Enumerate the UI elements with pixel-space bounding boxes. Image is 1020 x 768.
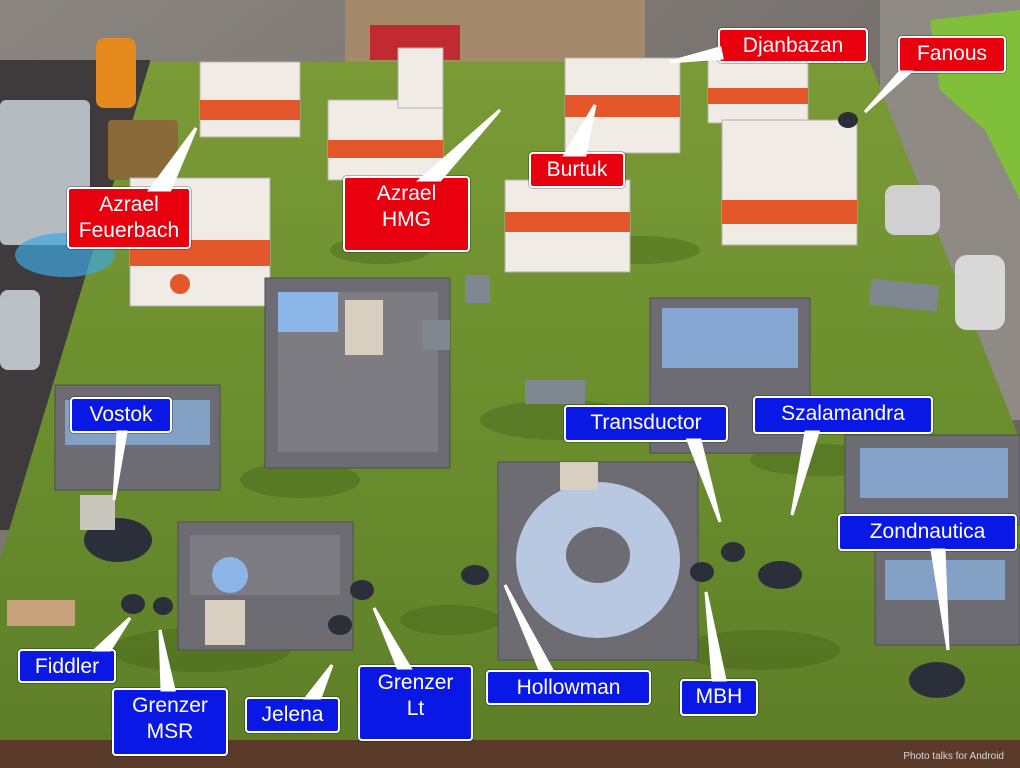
shoe-right-2 — [955, 255, 1005, 330]
label-burtuk: Burtuk — [529, 152, 625, 188]
building-grey-1 — [264, 277, 451, 469]
label-azrael-feuerbach: Azrael Feuerbach — [67, 187, 191, 249]
label-transductor: Transductor — [564, 405, 728, 442]
label-grenzer-lt: Grenzer Lt — [358, 665, 473, 741]
label-hollowman: Hollowman — [486, 670, 651, 705]
label-jelena: Jelena — [245, 697, 340, 733]
building-orange-7 — [504, 179, 631, 273]
label-fanous: Fanous — [898, 36, 1006, 73]
label-vostok: Vostok — [70, 397, 172, 433]
label-djanbazan: Djanbazan — [718, 28, 868, 63]
building-orange-4 — [707, 57, 809, 124]
building-orange-1 — [199, 61, 301, 138]
building-orange-5 — [721, 119, 858, 246]
label-azrael-hmg: Azrael HMG — [343, 176, 470, 252]
label-zondnautica: Zondnautica — [838, 514, 1017, 551]
label-mbh: MBH — [680, 679, 758, 716]
building-grey-5 — [844, 434, 1020, 526]
watermark: Photo talks for Android — [903, 751, 1004, 762]
building-hollow-dome — [497, 461, 699, 661]
label-szalamandra: Szalamandra — [753, 396, 933, 434]
water-bottle — [0, 290, 40, 370]
label-fiddler: Fiddler — [18, 649, 116, 683]
label-grenzer-msr: Grenzer MSR — [112, 688, 228, 756]
building-grey-6 — [874, 544, 1020, 646]
building-grey-4 — [177, 521, 354, 651]
building-orange-3 — [564, 57, 681, 154]
shoe-right — [885, 185, 940, 235]
scatter-terrain — [7, 275, 940, 626]
token-tray — [108, 120, 178, 180]
soda-can — [96, 38, 136, 108]
